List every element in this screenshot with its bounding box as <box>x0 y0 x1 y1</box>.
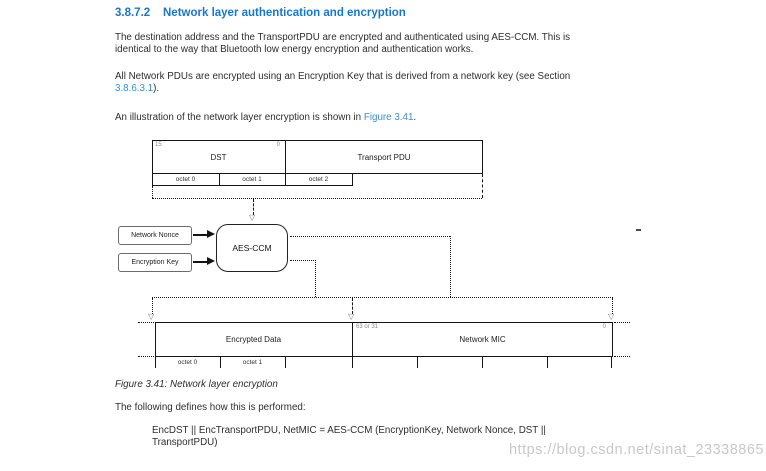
dst-cell: DST <box>152 140 285 174</box>
paragraph-2-line-1: All Network PDUs are encrypted using an … <box>115 71 571 82</box>
bit-label-15: 15 <box>155 142 162 148</box>
section-link[interactable]: 3.8.6.3.1 <box>115 82 154 94</box>
watermark: https://blog.csdn.net/sinat_23338865 <box>508 442 764 458</box>
network-mic-label: Network MIC <box>459 335 506 344</box>
encrypted-data-cell: Encrypted Data <box>155 322 352 357</box>
aes-output-1-hline <box>290 236 450 237</box>
top-ruler-tick <box>285 174 286 185</box>
bit-label-63-or-31: 63 or 31 <box>356 324 379 330</box>
figure-link[interactable]: Figure 3.41 <box>363 112 414 123</box>
encrypted-pdu-box <box>155 322 613 357</box>
formula-line-1: EncDST || EncTransportPDU, NetMIC = AES-… <box>152 425 546 436</box>
bottom-dotted-line <box>152 297 613 298</box>
aes-input-dashed-arrow <box>253 199 254 215</box>
dst-label: DST <box>210 152 227 162</box>
transport-pdu-cell: Transport PDU <box>286 140 482 174</box>
top-ruler-tick <box>352 174 353 185</box>
paragraph-2-line-2: 3.8.6.3.1). <box>115 83 570 95</box>
bottom-ruler-tick <box>417 357 418 368</box>
bottom-ruler-tick <box>482 357 483 368</box>
network-nonce-label: Network Nonce <box>131 232 179 239</box>
bit-label-0-top: 0 <box>276 142 280 148</box>
network-mic-cell: Network MIC <box>352 322 613 357</box>
section-number: 3.8.7.2 <box>115 7 151 19</box>
following-text: The following defines how this is perfor… <box>115 402 306 413</box>
corner-stub <box>614 322 630 323</box>
paragraph-1-line-1: The destination address and the Transpor… <box>115 32 571 43</box>
dash-mark <box>636 229 641 231</box>
bottom-ruler-tick <box>352 357 353 368</box>
arrow-down-icon: ▽ <box>148 312 155 321</box>
bottom-octet-0: octet 0 <box>177 359 198 366</box>
corner-stub <box>138 356 154 357</box>
key-arrow-line <box>193 261 208 263</box>
key-arrowhead-icon <box>207 257 215 265</box>
encryption-key-box: Encryption Key <box>118 253 192 272</box>
arrow-down-icon: ▽ <box>249 213 256 222</box>
top-box-divider <box>285 140 286 174</box>
bottom-ruler-tick <box>285 357 286 368</box>
paragraph-3-after: . <box>413 112 417 123</box>
bottom-octet-1: octet 1 <box>242 359 263 366</box>
corner-stub <box>614 356 630 357</box>
section-heading: 3.8.7.2 Network layer authentication and … <box>115 7 406 19</box>
formula-line-2: TransportPDU) <box>152 436 218 448</box>
paragraph-3: An illustration of the network layer enc… <box>115 112 416 124</box>
paragraph-1: The destination address and the Transpor… <box>115 32 570 55</box>
aes-output-2-hline <box>290 260 316 261</box>
encrypted-data-label: Encrypted Data <box>225 335 282 344</box>
bottom-right-connector <box>612 298 613 314</box>
top-pdu-box <box>152 140 483 174</box>
nonce-arrowhead-icon <box>207 230 215 238</box>
formula: EncDST || EncTransportPDU, NetMIC = AES-… <box>152 425 546 448</box>
bit-label-0-bottom: 0 <box>602 324 606 330</box>
arrow-down-icon: ▽ <box>348 312 355 321</box>
figure-caption: Figure 3.41: Network layer encryption <box>115 379 278 390</box>
arrow-down-icon: ▽ <box>608 312 615 321</box>
aes-output-2-vline <box>315 260 316 297</box>
top-left-dotted-connector <box>152 186 153 198</box>
corner-stub <box>138 322 154 323</box>
bottom-left-connector <box>152 298 153 314</box>
section-title: Network layer authentication and encrypt… <box>163 7 406 19</box>
bottom-mid-connector <box>352 298 353 314</box>
top-octet-1: octet 1 <box>242 176 262 183</box>
top-right-dashed-connector <box>482 174 483 198</box>
paragraph-3-before: An illustration of the network layer enc… <box>115 112 364 123</box>
paragraph-1-line-2: identical to the way that Bluetooth low … <box>115 43 474 55</box>
aes-ccm-label: AES-CCM <box>232 243 272 253</box>
top-ruler-baseline <box>152 185 353 186</box>
top-ruler-tick <box>152 174 153 185</box>
bottom-ruler-tick <box>155 357 156 368</box>
bottom-ruler-tick <box>547 357 548 368</box>
aes-output-1-vline <box>450 236 451 297</box>
top-octet-0: octet 0 <box>175 176 196 183</box>
bottom-ruler-tick <box>611 357 612 368</box>
aes-ccm-box: AES-CCM <box>216 224 288 272</box>
top-octet-2: octet 2 <box>308 176 329 183</box>
top-dotted-line <box>152 198 482 199</box>
nonce-arrow-line <box>193 234 208 236</box>
top-ruler-tick <box>219 174 220 185</box>
network-nonce-box: Network Nonce <box>118 226 192 245</box>
bottom-box-divider <box>352 322 353 357</box>
transport-pdu-label: Transport PDU <box>357 152 411 162</box>
paragraph-2: All Network PDUs are encrypted using an … <box>115 71 570 94</box>
bottom-ruler-tick <box>220 357 221 368</box>
paragraph-2-after: ). <box>153 82 160 94</box>
encryption-key-label: Encryption Key <box>131 259 179 266</box>
